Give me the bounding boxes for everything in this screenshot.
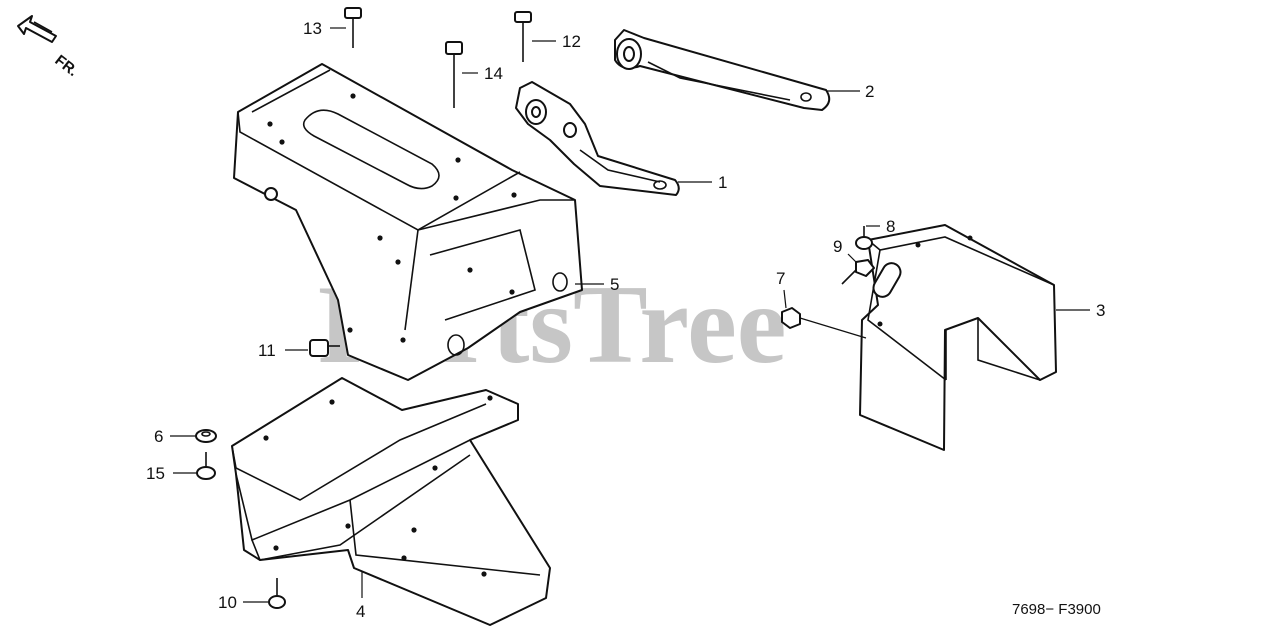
bolt-15 [196,452,216,480]
callout-13: 13 [303,19,322,38]
callout-15: 15 [146,464,165,483]
callout-6: 6 [154,427,163,446]
callout-3: 3 [1096,301,1105,320]
part-2-upper-arm [614,29,831,111]
bolt-11 [309,339,340,357]
callout-2: 2 [865,82,874,101]
part-3-cover [859,224,1057,451]
callout-7: 7 [776,269,785,288]
front-direction-label: FR. [52,52,82,80]
nut-7 [781,307,801,329]
leader-7-axis [799,317,867,339]
callout-12: 12 [562,32,581,51]
callout-9: 9 [833,237,842,256]
leader-9 [847,253,857,263]
callout-14: 14 [484,64,503,83]
callout-4: 4 [356,602,365,621]
callout-1: 1 [718,173,727,192]
callout-8: 8 [886,217,895,236]
callout-5: 5 [610,275,619,294]
bolt-12 [514,11,532,62]
screw-9 [841,259,875,285]
bolt-14 [445,41,463,108]
bolt-10 [268,578,286,609]
part-4-lower-frame [231,377,551,626]
front-direction-arrow-icon [17,15,57,43]
part-5-main-bracket [233,63,583,381]
figure-code: 7698− F3900 [1012,601,1101,618]
part-1-lower-arm [515,81,680,196]
callout-11: 11 [258,341,276,360]
leader-7 [783,289,787,309]
bolt-13 [344,7,362,48]
callout-10: 10 [218,593,237,612]
bolt-8 [855,226,873,250]
washer-6 [195,429,217,443]
